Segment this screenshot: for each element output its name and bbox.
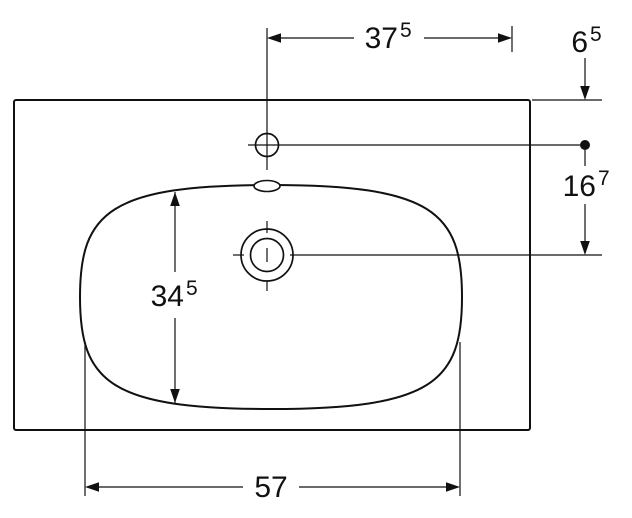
arrow-down-icon [170, 389, 180, 403]
dimension-top-edge-to-tap: 6 5 [532, 23, 602, 101]
tap-hole [248, 132, 580, 158]
dimension-label-16: 16 [563, 170, 596, 203]
arrow-down-icon [580, 86, 590, 100]
dimension-bowl-width: 57 [84, 342, 461, 504]
dimension-label-34-superscript: 5 [186, 277, 198, 300]
arrow-up-icon [170, 192, 180, 206]
overflow-slot [253, 179, 281, 193]
bowl-outline [78, 183, 464, 411]
dimension-tap-to-drain: 16 7 [563, 140, 610, 255]
drain-inner-circle [249, 237, 285, 273]
arrow-left-icon [267, 33, 281, 43]
dimension-label-34: 34 [151, 280, 184, 313]
dimension-label-37: 37 [365, 22, 398, 55]
dimension-label-57: 57 [254, 471, 287, 504]
arrow-left-icon [85, 482, 99, 492]
drain-hole [233, 221, 602, 291]
dimension-bowl-front-to-back: 34 5 [151, 192, 198, 403]
arrow-down-icon [580, 241, 590, 255]
dimension-label-16-superscript: 7 [598, 167, 610, 190]
dimension-label-6: 6 [571, 26, 588, 59]
dimension-tap-to-right-edge: 37 5 [266, 19, 513, 170]
dimension-label-37-superscript: 5 [400, 19, 412, 42]
arrow-right-icon [498, 33, 512, 43]
dimension-label-6-superscript: 5 [590, 23, 602, 46]
dimension-origin-dot [580, 140, 590, 150]
arrow-right-icon [446, 482, 460, 492]
